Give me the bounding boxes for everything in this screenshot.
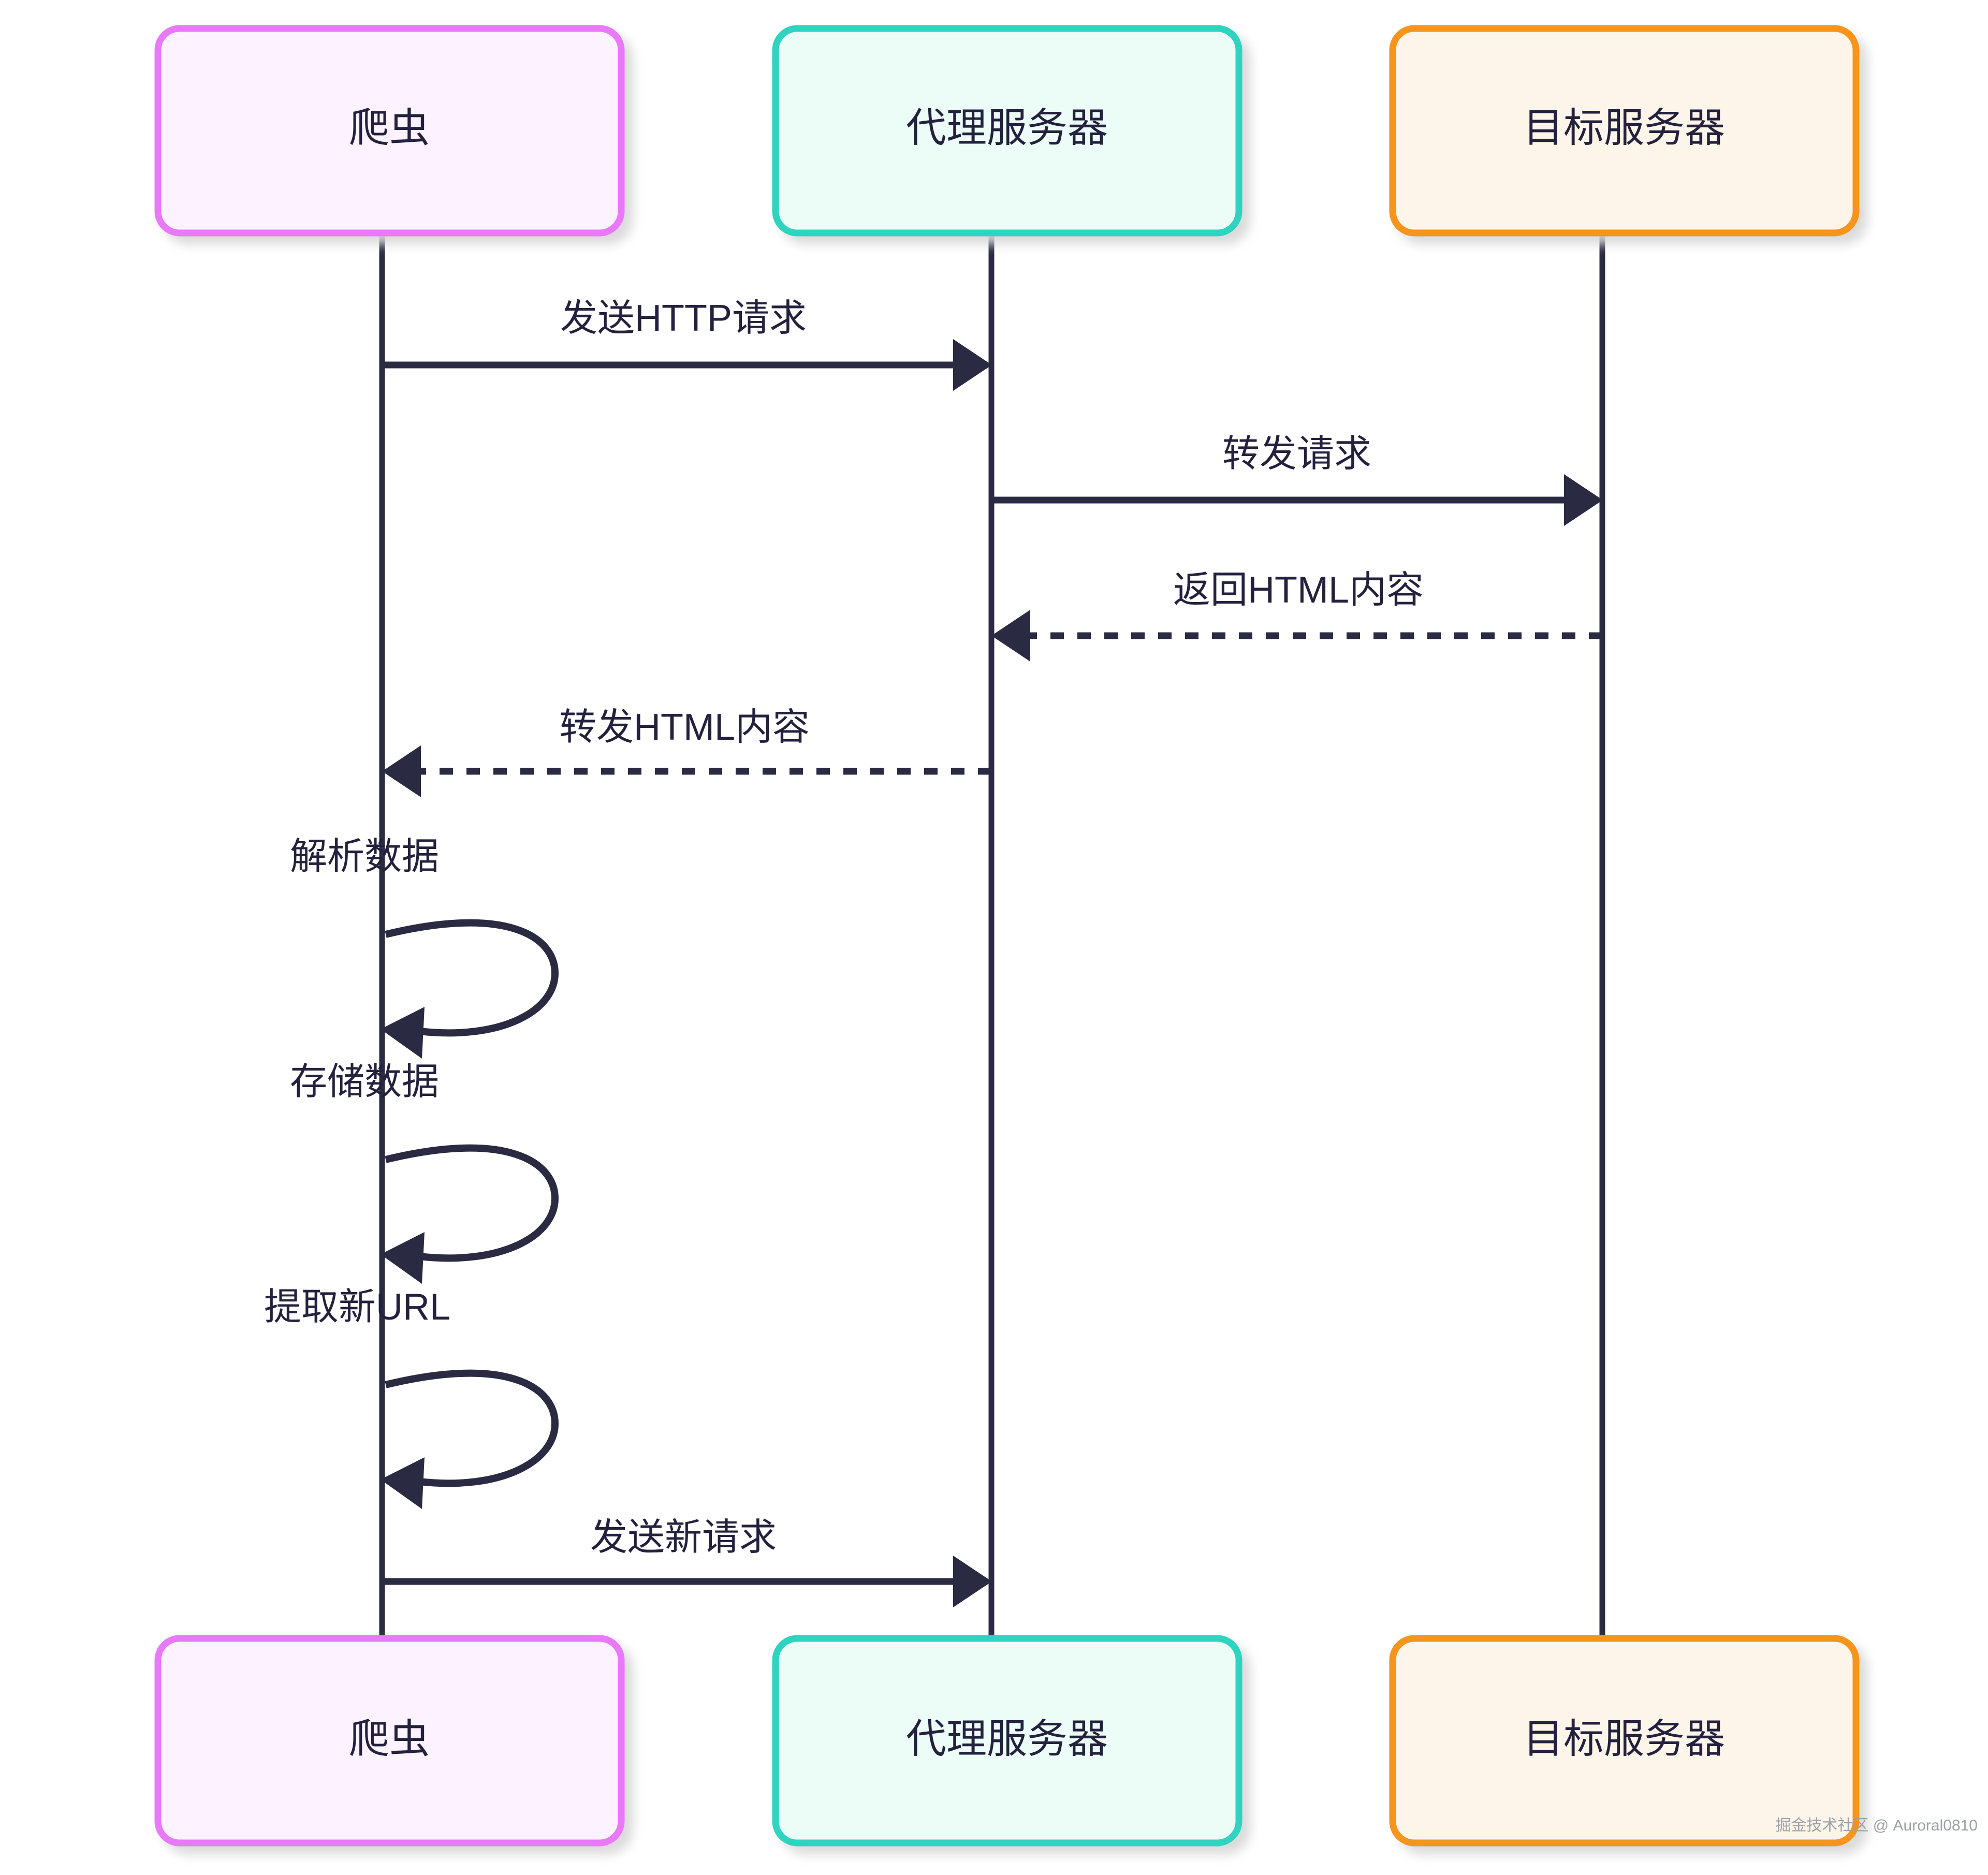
participant-label-target-top: 目标服务器 (1523, 105, 1725, 151)
participant-boxes-top: 爬虫 代理服务器 目标服务器 (154, 25, 1860, 237)
participant-box-crawler-bottom[interactable]: 爬虫 (154, 1635, 625, 1847)
message-6-loop-path (385, 1144, 559, 1262)
participant-boxes-bottom: 爬虫 代理服务器 目标服务器 (154, 1635, 1860, 1847)
message-7-extract-new-url[interactable]: 提取新URL (264, 1286, 559, 1509)
participant-box-target-top[interactable]: 目标服务器 (1389, 25, 1860, 237)
message-3-return-html-content[interactable]: 返回HTML内容 (991, 569, 1602, 662)
message-8-label: 发送新请求 (590, 1517, 777, 1558)
participant-box-crawler-bottom-rect (154, 1635, 625, 1847)
message-3-arrowhead (991, 610, 1030, 662)
participant-box-target-bottom[interactable]: 目标服务器 (1389, 1635, 1860, 1847)
message-2-label: 转发请求 (1222, 433, 1371, 475)
message-6-store-data[interactable]: 存储数据 (290, 1061, 559, 1284)
message-1-arrowhead (953, 339, 992, 391)
message-2-arrowhead (1564, 474, 1603, 526)
message-1-label: 发送HTTP请求 (560, 298, 807, 339)
message-5-label: 解析数据 (290, 836, 439, 877)
lifelines (379, 233, 1605, 1640)
participant-box-target-bottom-rect (1389, 1635, 1860, 1847)
message-7-arrowhead (381, 1457, 425, 1509)
participant-label-crawler-bottom: 爬虫 (349, 1716, 430, 1762)
message-4-forward-html-content[interactable]: 转发HTML内容 (382, 707, 991, 797)
participant-label-target-bottom: 目标服务器 (1523, 1716, 1725, 1762)
watermark: 掘金技术社区 @ Auroral0810 (1775, 1817, 1978, 1834)
participant-label-proxy-bottom: 代理服务器 (906, 1716, 1108, 1762)
message-4-label: 转发HTML内容 (559, 707, 810, 748)
message-5-parse-data[interactable]: 解析数据 (290, 836, 559, 1059)
message-6-arrowhead (381, 1232, 425, 1284)
participant-box-proxy-top-rect (772, 25, 1242, 237)
message-3-label: 返回HTML内容 (1173, 569, 1424, 611)
message-5-arrowhead (381, 1007, 425, 1059)
participant-box-crawler-top[interactable]: 爬虫 (154, 25, 625, 237)
participant-box-proxy-bottom[interactable]: 代理服务器 (772, 1635, 1242, 1847)
message-8-send-new-request[interactable]: 发送新请求 (382, 1517, 992, 1607)
message-5-loop-path (385, 919, 559, 1037)
participant-box-crawler-top-rect (154, 25, 625, 237)
participant-box-proxy-top[interactable]: 代理服务器 (772, 25, 1242, 237)
message-8-arrowhead (953, 1556, 992, 1607)
participant-label-crawler-top: 爬虫 (349, 105, 430, 151)
message-1-send-http-request[interactable]: 发送HTTP请求 (382, 298, 992, 391)
message-7-label: 提取新URL (264, 1286, 450, 1328)
message-2-forward-request[interactable]: 转发请求 (991, 433, 1603, 526)
participant-box-target-top-rect (1389, 25, 1860, 237)
message-4-arrowhead (382, 745, 421, 797)
participant-box-proxy-bottom-rect (772, 1635, 1242, 1847)
message-7-loop-path (385, 1369, 559, 1487)
participant-label-proxy-top: 代理服务器 (906, 105, 1108, 151)
message-6-label: 存储数据 (290, 1061, 439, 1103)
